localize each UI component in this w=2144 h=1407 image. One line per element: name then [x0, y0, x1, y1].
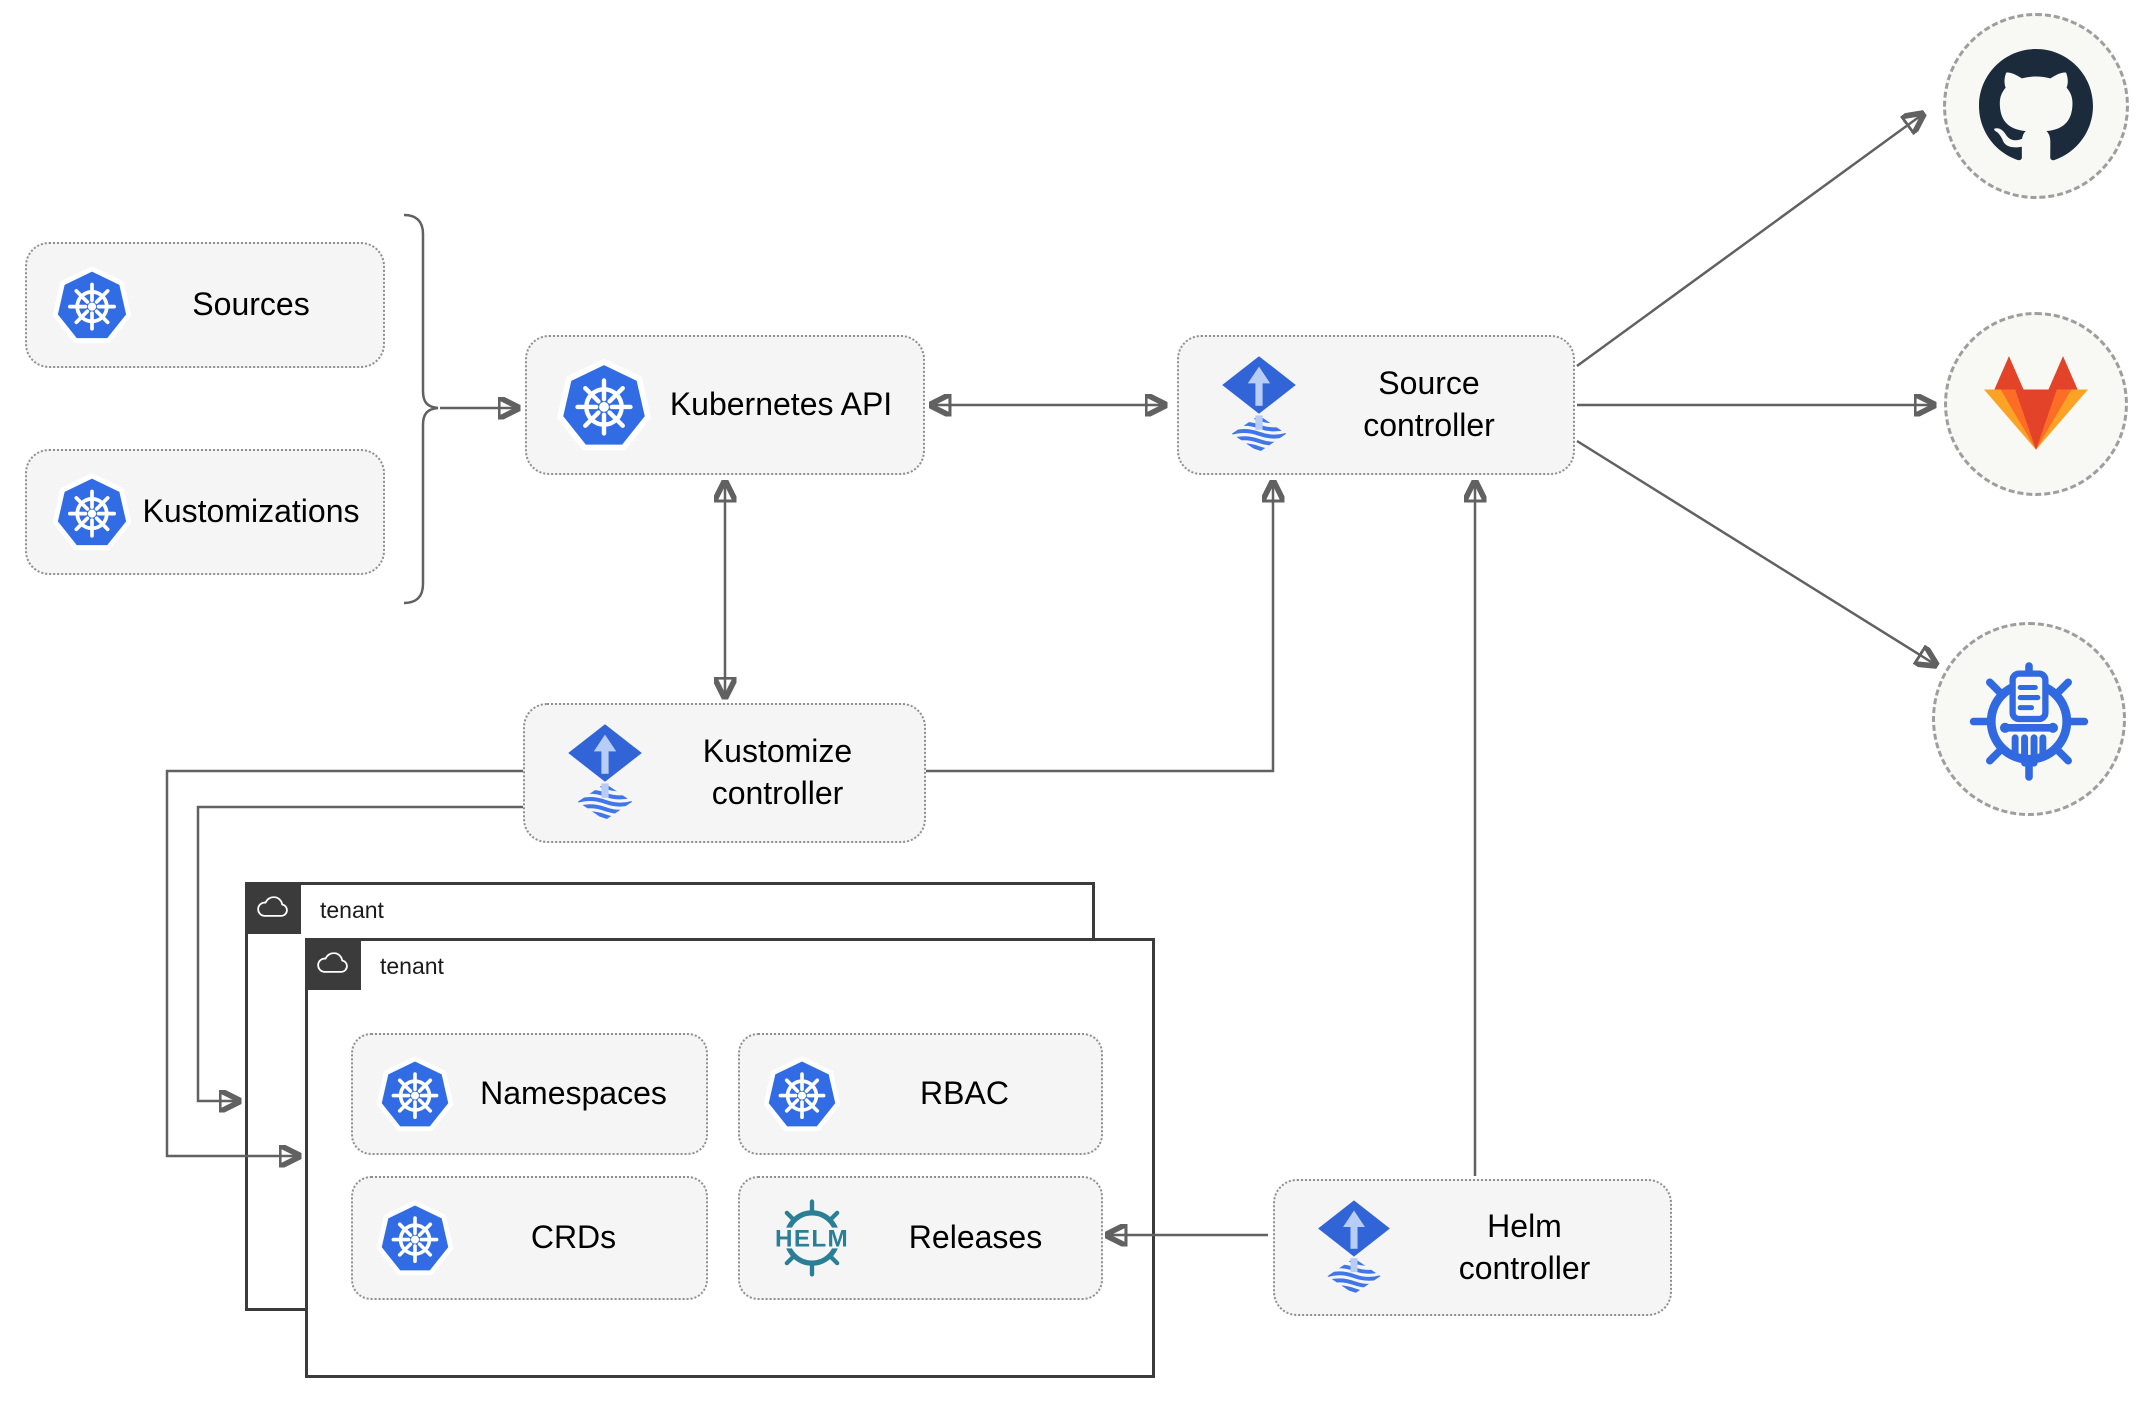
- namespaces-node: Namespaces: [351, 1033, 708, 1155]
- cloud-icon: [255, 896, 291, 921]
- kubernetes-icon: [375, 1198, 455, 1278]
- kustomizations-node: Kustomizations: [25, 449, 385, 575]
- gitlab-icon: [1984, 356, 2088, 452]
- sources-node: Sources: [25, 242, 385, 368]
- releases-label: Releases: [908, 1219, 1043, 1256]
- chartmuseum-endpoint: [1932, 622, 2126, 816]
- namespaces-label: Namespaces: [480, 1075, 667, 1112]
- kubernetes-icon: [375, 1054, 455, 1134]
- edge-source-to-chartmuseum: [1576, 439, 1936, 665]
- source-controller-node: Source controller: [1177, 335, 1575, 475]
- source-controller-label: Source controller: [1363, 365, 1495, 443]
- tenant-badge: [305, 938, 361, 990]
- rbac-node: RBAC: [738, 1033, 1103, 1155]
- tenant-front-box: tenant Namespaces RBAC CRDs HELM: [305, 938, 1155, 1378]
- crds-label: CRDs: [530, 1219, 617, 1256]
- kustomize-controller-node: Kustomize controller: [523, 703, 926, 843]
- bracket-sources-kustomizations: [403, 213, 439, 605]
- cloud-icon: [315, 952, 351, 977]
- github-icon: [1979, 49, 2093, 163]
- tenant-label: tenant: [380, 953, 444, 979]
- kubernetes-icon: [51, 264, 133, 346]
- flux-icon: [1219, 356, 1299, 454]
- helm-logo-text: HELM: [775, 1226, 849, 1253]
- kubernetes-api-node: Kubernetes API: [525, 335, 925, 475]
- chartmuseum-icon: [1966, 656, 2092, 782]
- releases-node: HELM Releases: [738, 1176, 1103, 1300]
- sources-label: Sources: [192, 286, 310, 323]
- flux-icon: [565, 724, 645, 822]
- github-endpoint: [1943, 13, 2129, 199]
- crds-node: CRDs: [351, 1176, 708, 1300]
- kubernetes-icon: [555, 356, 653, 454]
- gitlab-endpoint: [1944, 312, 2128, 496]
- kubernetes-api-label: Kubernetes API: [669, 386, 893, 423]
- helm-controller-label: Helm controller: [1458, 1207, 1591, 1286]
- kustomizations-label: Kustomizations: [142, 493, 360, 530]
- kubernetes-icon: [762, 1054, 842, 1134]
- helm-icon: HELM: [760, 1193, 864, 1283]
- rbac-label: RBAC: [920, 1075, 1009, 1112]
- flux-icon: [1315, 1200, 1393, 1296]
- edge-source-to-github: [1576, 114, 1923, 368]
- tenant-label: tenant: [320, 897, 384, 923]
- kubernetes-icon: [51, 471, 133, 553]
- edge-kustomize-to-source: [926, 482, 1273, 773]
- tenant-badge: [245, 882, 301, 934]
- helm-controller-node: Helm controller: [1273, 1179, 1672, 1316]
- kustomize-controller-label: Kustomize controller: [702, 733, 853, 811]
